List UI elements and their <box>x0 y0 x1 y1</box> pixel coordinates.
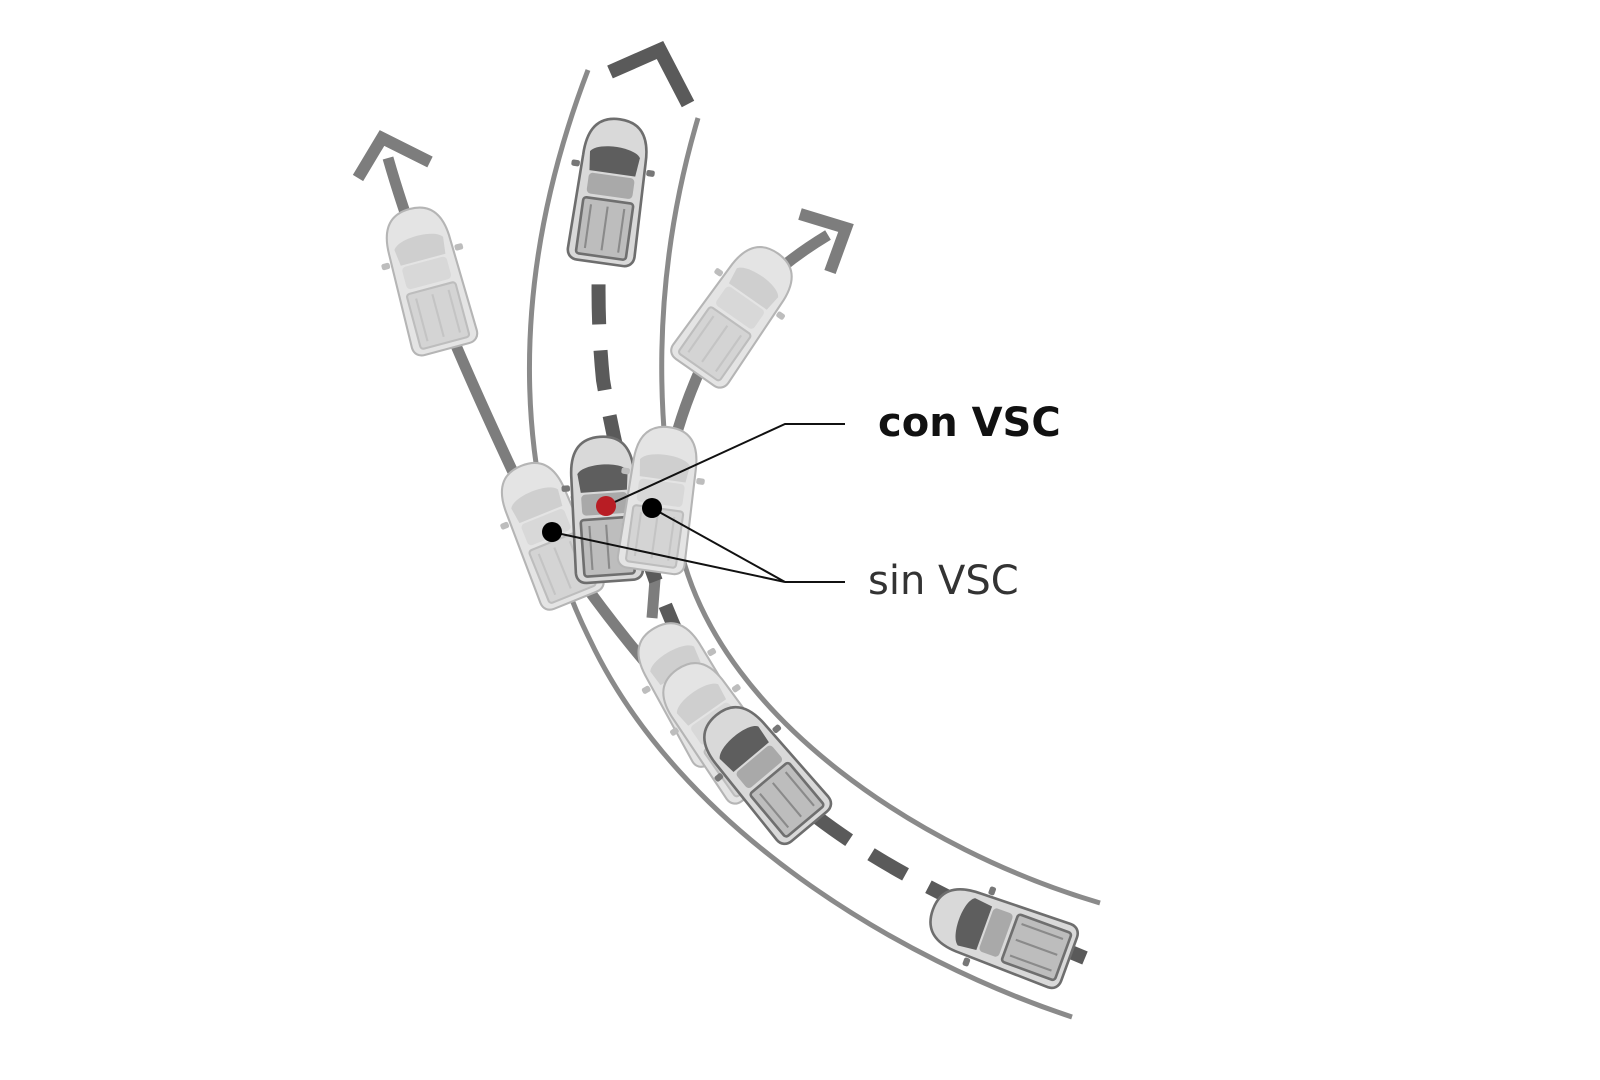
leader-line-con-vsc <box>605 423 845 507</box>
marker-con-vsc <box>596 496 616 516</box>
truck-vsc-end <box>556 112 663 270</box>
marker-sin-vsc-left <box>542 522 562 542</box>
label-sin-vsc: sin VSC <box>868 558 1019 604</box>
road-edge-outer <box>527 69 1073 1020</box>
label-con-vsc: con VSC <box>878 400 1061 446</box>
truck-oversteer-end <box>367 197 489 361</box>
arrow-oversteer <box>352 130 433 182</box>
leader-line-sin-vsc-a <box>551 531 786 583</box>
leader-line-sin-vsc-b <box>651 507 786 583</box>
arrow-vsc <box>607 40 695 108</box>
marker-sin-vsc-right <box>642 498 662 518</box>
arrow-understeer <box>798 208 854 275</box>
trajectory-vsc <box>591 158 1088 965</box>
